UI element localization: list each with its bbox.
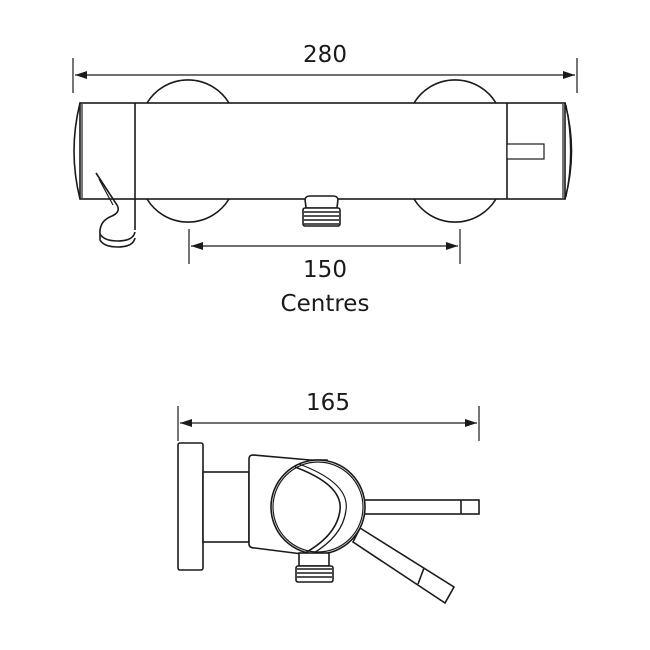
end-cap-left	[73, 102, 81, 200]
safety-lever	[95, 172, 136, 248]
dimension-overall-width: 280	[72, 42, 578, 93]
angled-lever	[351, 526, 456, 605]
outlet-fitting-side	[295, 552, 334, 583]
mount-disc-left-top	[146, 79, 230, 104]
dimension-label-150: 150	[303, 257, 347, 283]
top-view: 280	[72, 42, 578, 317]
mount-disc-right-bottom	[413, 198, 497, 223]
end-cap-right-inner	[565, 104, 572, 198]
wall-stem	[202, 471, 250, 543]
outlet-fitting-top	[302, 195, 341, 227]
mount-disc-left-bottom	[146, 198, 230, 223]
straight-lever	[354, 499, 480, 515]
dimension-label-280: 280	[303, 42, 347, 68]
side-view: 165	[177, 390, 480, 605]
dimension-caption-centres: Centres	[281, 291, 370, 317]
flow-indicator-pin	[506, 143, 545, 160]
dimension-projection: 165	[177, 390, 480, 441]
control-handle-round	[270, 459, 366, 555]
valve-body	[79, 102, 566, 200]
wall-plate	[177, 442, 204, 571]
mount-disc-right-top	[413, 79, 497, 104]
dimension-label-165: 165	[306, 390, 350, 416]
dimension-centres: 150 Centres	[188, 229, 461, 317]
